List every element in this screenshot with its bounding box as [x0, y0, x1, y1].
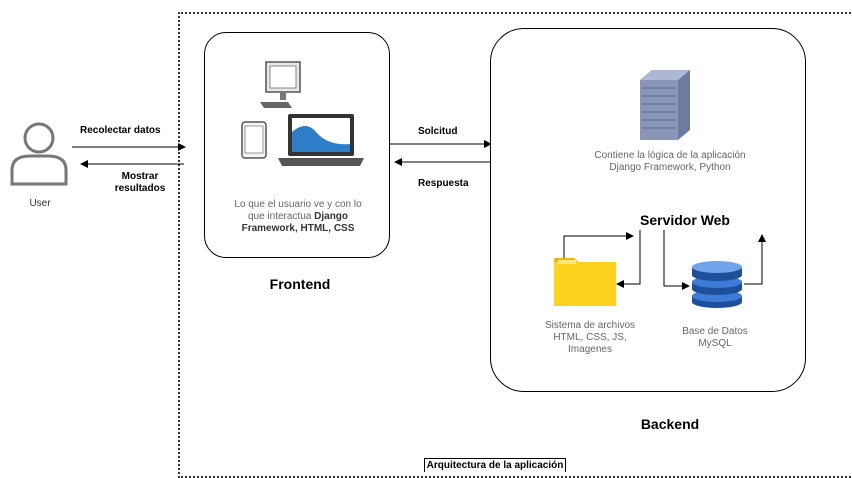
user-icon: [10, 122, 68, 186]
diagram-caption: Arquitectura de la aplicación: [424, 458, 566, 472]
mostrar-line2: resultados: [114, 183, 166, 194]
server-title: Servidor Web: [640, 212, 730, 228]
backend-title: Backend: [640, 416, 700, 432]
files-line2: HTML, CSS, JS,: [553, 332, 627, 343]
user-frontend-arrows: [72, 143, 186, 168]
recolectar-label: Recolectar datos: [80, 125, 161, 136]
db-line2: MySQL: [698, 338, 732, 349]
db-description: Base de Datos MySQL: [670, 326, 760, 350]
frontend-description: Lo que el usuario ve y con lo que intera…: [218, 199, 378, 235]
frontend-desc-line2-bold: Django: [314, 211, 349, 222]
frontend-desc-line3: Framework, HTML, CSS: [241, 223, 355, 234]
mostrar-line1: Mostrar: [121, 171, 159, 182]
user-label: User: [29, 198, 51, 209]
db-line1: Base de Datos: [682, 326, 748, 337]
folder-icon: [554, 258, 616, 306]
frontend-desc-line2: que interactua Django: [218, 211, 378, 223]
files-line1: Sistema de archivos: [544, 320, 636, 331]
desktop-computer-icon: [260, 61, 301, 108]
files-description: Sistema de archivos HTML, CSS, JS, Image…: [530, 320, 650, 356]
files-line3: Imagenes: [568, 344, 612, 355]
solicitud-label: Solcitud: [418, 126, 458, 137]
server-icon: [640, 70, 690, 140]
server-desc-line1: Contiene la lógica de la aplicación: [594, 150, 746, 161]
respuesta-label: Respuesta: [418, 178, 469, 189]
server-desc-line2: Django Framework, Python: [609, 162, 731, 173]
frontend-title: Frontend: [269, 276, 331, 292]
frontend-backend-arrows: [390, 140, 492, 166]
backend-connectors: [563, 230, 766, 290]
server-description: Contiene la lógica de la aplicación Djan…: [570, 150, 770, 174]
database-icon: [692, 261, 742, 308]
frontend-desc-line2-plain: que interactua: [247, 211, 315, 222]
mostrar-label: Mostrar resultados: [105, 171, 175, 195]
tablet-icon: [241, 121, 267, 159]
laptop-icon: [278, 114, 364, 166]
frontend-desc-line1: Lo que el usuario ve y con lo: [234, 199, 362, 210]
